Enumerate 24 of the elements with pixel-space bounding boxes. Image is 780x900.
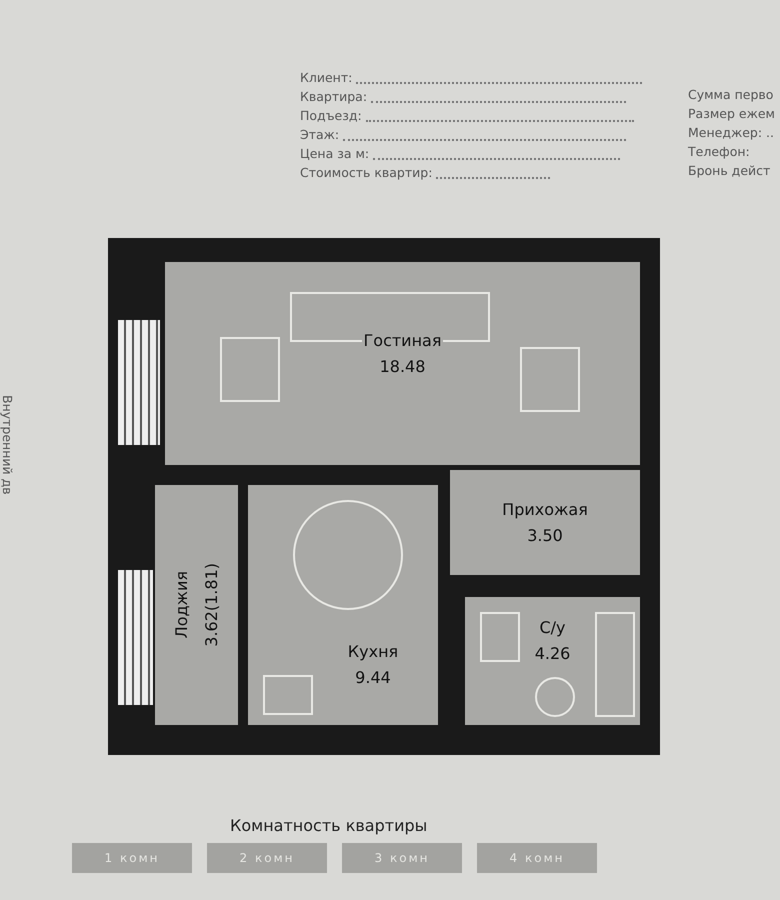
room-area bbox=[165, 262, 640, 465]
field-label: Менеджер: .. bbox=[688, 125, 774, 140]
room-area bbox=[465, 597, 640, 725]
room-count-button: 2 комн bbox=[207, 843, 327, 873]
field-label: Стоимость квартир: bbox=[300, 165, 432, 180]
rotated-caption: Внутренний дв bbox=[0, 395, 15, 495]
field-label: Сумма перво bbox=[688, 87, 774, 102]
room-area bbox=[155, 485, 238, 725]
section-heading: Комнатность квартиры bbox=[230, 816, 428, 835]
window-drawing bbox=[118, 320, 160, 445]
room-count-button: 3 комн bbox=[342, 843, 462, 873]
field-label: Цена за м: bbox=[300, 146, 370, 161]
window-drawing bbox=[118, 570, 153, 705]
field-label: Квартира: bbox=[300, 89, 368, 104]
room-area bbox=[450, 470, 640, 575]
field-label: Телефон: bbox=[688, 144, 750, 159]
field-label: Клиент: bbox=[300, 70, 352, 85]
room-area bbox=[248, 485, 438, 725]
field-label: Размер ежем bbox=[688, 106, 775, 121]
room-count-button: 1 комн bbox=[72, 843, 192, 873]
field-label: Бронь дейст bbox=[688, 163, 770, 178]
room-count-button: 4 комн bbox=[477, 843, 597, 873]
field-label: Этаж: bbox=[300, 127, 340, 142]
field-label: Подъезд: bbox=[300, 108, 362, 123]
